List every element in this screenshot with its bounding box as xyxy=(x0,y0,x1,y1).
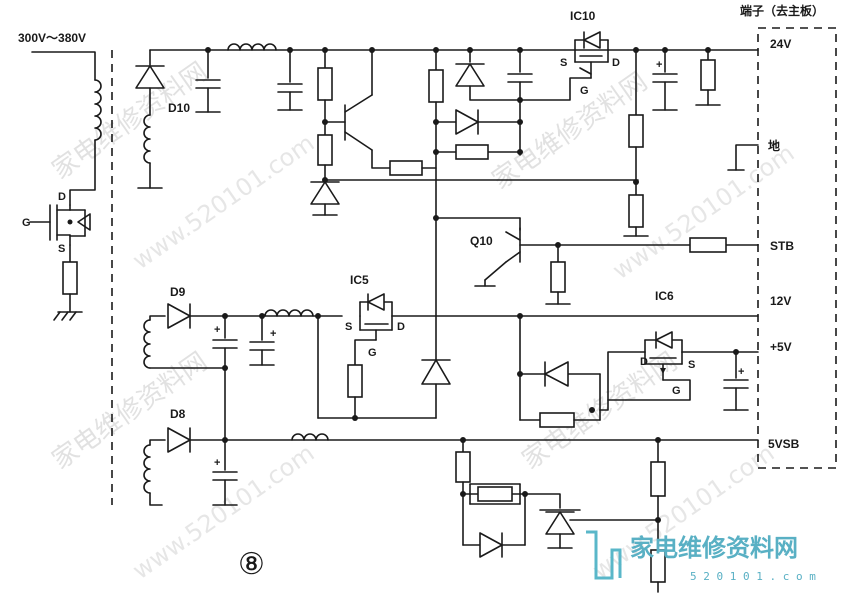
input-section: 300V～380V D G S xyxy=(18,31,102,321)
watermark-brand-3: 家电维修资料网 xyxy=(47,347,213,476)
figure-number: ⑧ xyxy=(238,547,265,582)
ic6-regulator: D S G xyxy=(599,331,695,411)
site-logo: 家电维修资料网 5 2 0 1 0 1 . c o m xyxy=(586,530,816,583)
ic10-regulator: S D G xyxy=(519,31,620,101)
logo-brand: 家电维修资料网 xyxy=(630,534,798,562)
svg-text:+: + xyxy=(214,457,220,469)
svg-text:+: + xyxy=(738,366,744,378)
input-voltage-label: 300V～380V xyxy=(18,31,86,45)
output-5vsb: 5VSB xyxy=(768,437,800,451)
diode-d10 xyxy=(135,65,165,89)
section-12v: D9 + + IC5 xyxy=(143,273,759,441)
ic10-drain-label: D xyxy=(612,57,620,69)
primary-winding xyxy=(94,79,102,141)
primary-mosfet-source-label: S xyxy=(58,243,65,255)
primary-ground xyxy=(53,311,83,321)
inductor-12v xyxy=(264,309,314,317)
watermark-site-3: www.520101.com xyxy=(127,439,319,585)
svg-text:+: + xyxy=(270,328,276,340)
label-d8: D8 xyxy=(170,407,186,421)
label-d9: D9 xyxy=(170,285,186,299)
ic5-gate-label: G xyxy=(368,347,377,359)
ic6-source-label: S xyxy=(688,359,695,371)
winding-12v xyxy=(143,319,151,369)
diode-d9 xyxy=(167,303,191,329)
logo-site: 5 2 0 1 0 1 . c o m xyxy=(690,570,816,583)
section-stb: Q10 xyxy=(435,217,759,305)
label-ic10: IC10 xyxy=(570,9,596,23)
source-resistor xyxy=(62,261,78,295)
label-d10: D10 xyxy=(168,101,190,115)
ic6-gate-label: G xyxy=(672,385,681,397)
output-5v: +5V xyxy=(770,340,792,354)
section-5v: IC6 D S G xyxy=(517,289,759,428)
output-12v: 12V xyxy=(770,294,791,308)
ic6-drain-label: D xyxy=(640,356,648,368)
primary-mosfet-gate-label: G xyxy=(22,217,31,229)
primary-mosfet: D G S xyxy=(22,191,91,255)
primary-mosfet-drain-label: D xyxy=(58,191,66,203)
diode-d8 xyxy=(167,427,191,453)
section-24v: D10 xyxy=(135,9,759,361)
output-gnd: 地 xyxy=(768,138,780,153)
winding-24v xyxy=(143,114,151,164)
label-ic5: IC5 xyxy=(350,273,369,287)
label-q10: Q10 xyxy=(470,234,493,248)
terminal-block: 端子（去主板） 24V 地 STB 12V +5V 5VSB xyxy=(727,3,837,469)
ic5-source-label: S xyxy=(345,321,352,333)
svg-text:+: + xyxy=(214,324,220,336)
terminal-header: 端子（去主板） xyxy=(740,3,824,18)
logo-mark-icon xyxy=(586,530,622,580)
section-5vsb: D8 + xyxy=(143,407,759,593)
watermark-brand-1: 家电维修资料网 xyxy=(47,57,213,186)
output-stb: STB xyxy=(770,239,794,253)
terminal-outline xyxy=(757,27,837,469)
ic10-source-label: S xyxy=(560,57,567,69)
output-24v: 24V xyxy=(770,37,791,51)
ic10-gate-label: G xyxy=(580,85,589,97)
watermark-site-1: www.520101.com xyxy=(127,129,319,275)
inductor-5vsb xyxy=(291,433,329,441)
winding-5vsb xyxy=(143,444,151,494)
ic5-drain-label: D xyxy=(397,321,405,333)
watermark-site-4: www.520101.com xyxy=(587,439,779,585)
ic5-regulator: S D G xyxy=(345,293,405,366)
label-ic6: IC6 xyxy=(655,289,674,303)
svg-text:+: + xyxy=(656,59,662,71)
inductor-24v xyxy=(227,43,277,51)
